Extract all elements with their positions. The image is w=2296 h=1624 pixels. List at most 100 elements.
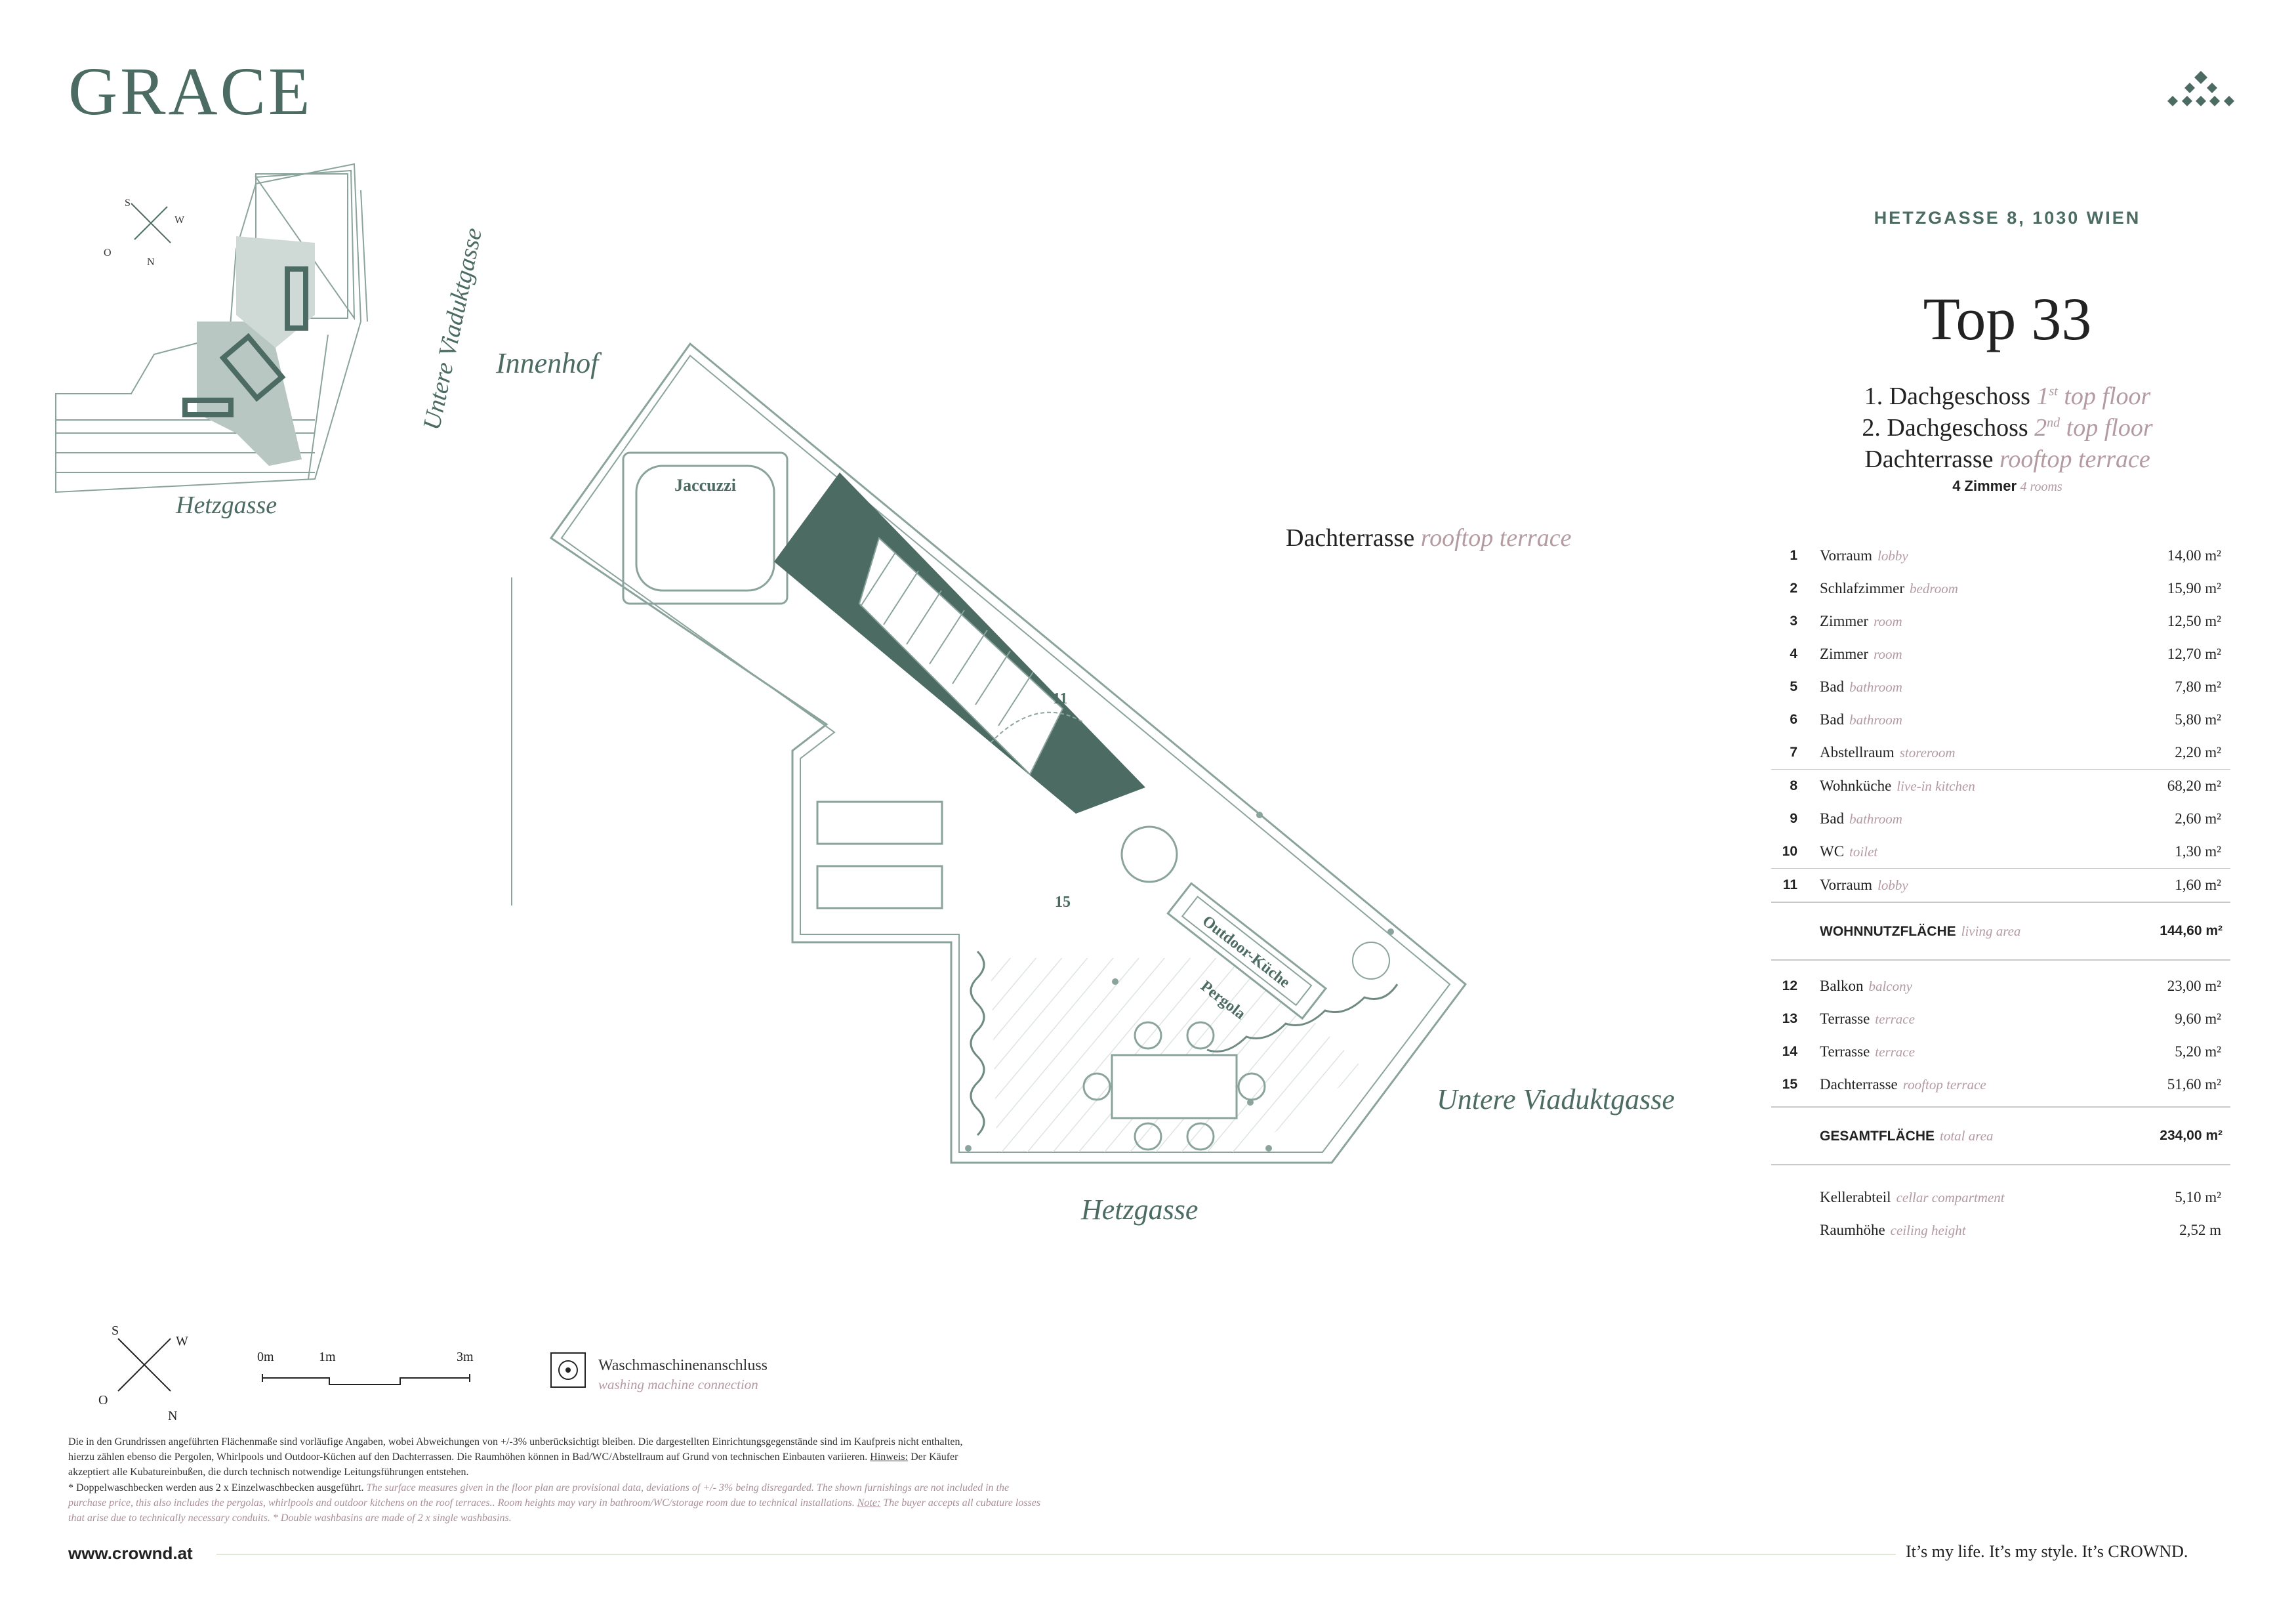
room-number: 9 bbox=[1790, 811, 1797, 826]
floor-2-de: 2. Dachgeschoss bbox=[1862, 414, 2028, 442]
website-link[interactable]: www.crownd.at bbox=[68, 1543, 193, 1563]
scale-1m: 1m bbox=[319, 1350, 336, 1364]
washing-machine-icon bbox=[550, 1352, 586, 1388]
compass-s: S bbox=[112, 1323, 119, 1338]
mini-label-hetzgasse: Hetzgasse bbox=[176, 491, 277, 519]
room-area: 68,20 m² bbox=[2167, 778, 2221, 794]
compass-w: W bbox=[176, 1334, 188, 1348]
mini-compass-n: N bbox=[147, 257, 155, 268]
room-area: 14,00 m² bbox=[2167, 547, 2221, 564]
label-innenhof: Innenhof bbox=[496, 347, 599, 379]
floor-line-3: Dachterrasse rooftop terrace bbox=[1784, 445, 2230, 475]
mini-compass-o: O bbox=[104, 247, 112, 259]
room-number: 11 bbox=[1782, 877, 1797, 892]
room-area: 12,50 m² bbox=[2167, 613, 2221, 629]
site-plan-thumbnail: S W O N bbox=[55, 163, 368, 493]
room-area: 12,70 m² bbox=[2167, 646, 2221, 662]
extra-value: 5,10 m² bbox=[2175, 1189, 2221, 1205]
slogan: It’s my life. It’s my style. It’s CROWND… bbox=[1906, 1542, 2188, 1561]
room-area: 51,60 m² bbox=[2167, 1076, 2221, 1093]
compass-icon: S W O N bbox=[98, 1323, 188, 1423]
room-number: 5 bbox=[1790, 679, 1797, 694]
compass-n: N bbox=[168, 1409, 177, 1423]
room-number: 6 bbox=[1790, 712, 1797, 727]
room-area: 2,60 m² bbox=[2175, 810, 2221, 827]
rooms-count: 4 Zimmer 4 rooms bbox=[1952, 478, 2062, 494]
floor-3-en: rooftop terrace bbox=[1999, 446, 2150, 473]
floor-2-en: 2nd top floor bbox=[2034, 414, 2153, 442]
label-dachterrasse: Dachterrasse rooftop terrace bbox=[1286, 524, 1572, 552]
label-untere-viaduktgasse: Untere Viaduktgasse bbox=[1437, 1083, 1675, 1115]
room-number: 2 bbox=[1790, 581, 1797, 596]
room-area: 5,80 m² bbox=[2175, 711, 2221, 728]
legend-wm-subtitle: washing machine connection bbox=[598, 1377, 758, 1392]
floor-1-en: 1st top floor bbox=[2036, 383, 2151, 410]
floor-line-2: 2. Dachgeschoss 2nd top floor bbox=[1784, 413, 2230, 444]
room-area: 23,00 m² bbox=[2167, 978, 2221, 994]
room-15-label: 15 bbox=[1055, 894, 1071, 911]
floor-3-de: Dachterrasse bbox=[1864, 446, 1994, 473]
room-area: 7,80 m² bbox=[2175, 678, 2221, 695]
unit-title: Top 33 bbox=[1923, 285, 2092, 352]
room-number: 12 bbox=[1782, 978, 1797, 993]
scale-0m: 0m bbox=[257, 1350, 274, 1364]
mini-compass-w: W bbox=[174, 215, 185, 226]
room-area: 9,60 m² bbox=[2175, 1010, 2221, 1027]
floor-line-1: 1. Dachgeschoss 1st top floor bbox=[1784, 382, 2230, 412]
room-number: 7 bbox=[1790, 745, 1797, 760]
room-area: 15,90 m² bbox=[2167, 580, 2221, 596]
room-area: 2,20 m² bbox=[2175, 744, 2221, 760]
room-number: 14 bbox=[1782, 1044, 1797, 1059]
floor-plan: Jaccuzzi 11 15 Outdoor-Küche Pergola bbox=[511, 342, 1467, 1164]
scale-3m: 3m bbox=[457, 1350, 474, 1364]
crown-logo-icon bbox=[2167, 71, 2234, 106]
room-number: 10 bbox=[1782, 844, 1797, 859]
compass-o: O bbox=[98, 1393, 108, 1407]
room-number: 13 bbox=[1782, 1011, 1797, 1026]
scale-bar: 0m 1m 3m bbox=[257, 1350, 474, 1385]
room-number: 15 bbox=[1782, 1077, 1797, 1092]
room-11-label: 11 bbox=[1053, 690, 1068, 707]
room-number: 1 bbox=[1790, 548, 1797, 563]
room-number: 4 bbox=[1790, 646, 1797, 661]
mini-compass-s: S bbox=[125, 198, 131, 209]
extra-value: 2,52 m bbox=[2179, 1222, 2221, 1238]
floor-1-de: 1. Dachgeschoss bbox=[1864, 383, 2030, 410]
address: HETZGASSE 8, 1030 WIEN bbox=[1874, 208, 2141, 228]
disclaimer: Die in den Grundrissen angeführten Fläch… bbox=[68, 1436, 1041, 1524]
brand-logo: GRACE bbox=[68, 54, 313, 129]
